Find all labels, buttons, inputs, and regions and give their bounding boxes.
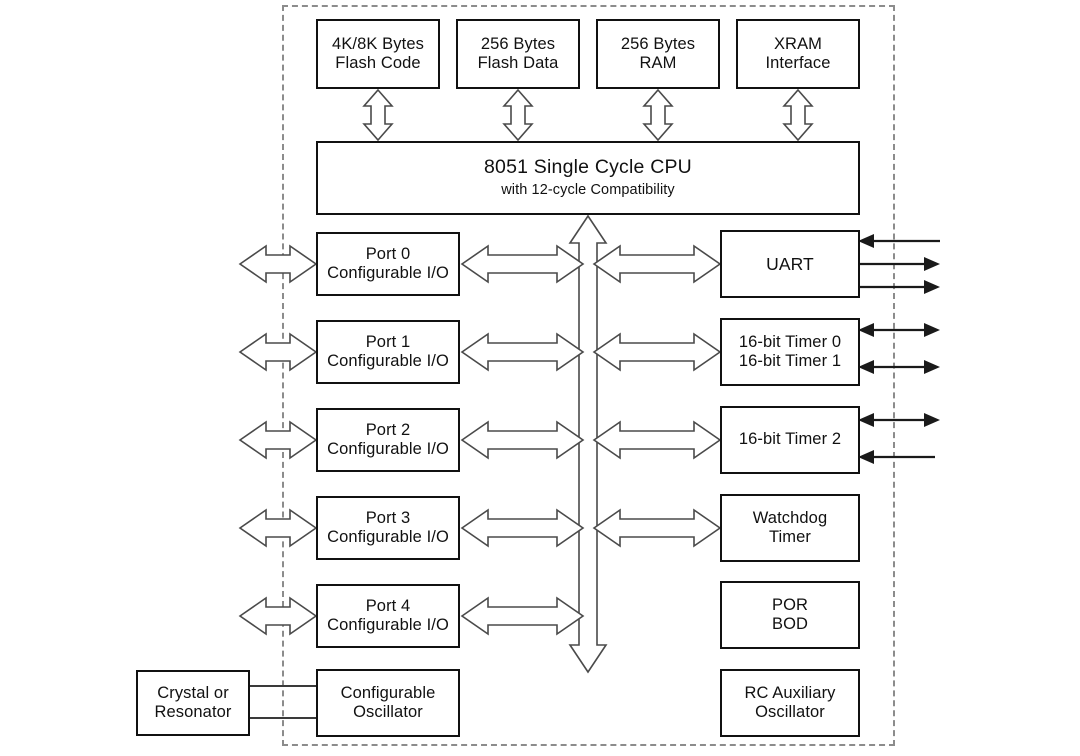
memory-block-ram-line2: RAM — [639, 54, 677, 72]
memory-block-ram[interactable]: 256 Bytes RAM — [596, 19, 720, 89]
bus-peripheral-arrow-watchdog — [592, 508, 722, 548]
port-block-port0-line1: Port 0 — [365, 244, 411, 263]
memory-bus-arrow-flash-data — [502, 88, 534, 142]
memory-bus-arrow-ram — [642, 88, 674, 142]
port-block-port0-line2: Configurable I/O — [327, 264, 449, 282]
timer01-signal-2-arrowhead-left — [858, 360, 874, 374]
peripheral-block-timer2[interactable]: 16-bit Timer 2 — [720, 406, 860, 474]
memory-block-ram-line1: 256 Bytes — [620, 34, 696, 53]
peripheral-block-rc-auxiliary-oscillator[interactable]: RC Auxiliary Oscillator — [720, 669, 860, 737]
port-block-port4-line1: Port 4 — [365, 596, 411, 615]
clock-block-oscillator-line1: Configurable — [340, 683, 436, 702]
port-block-port4-line2: Configurable I/O — [327, 616, 449, 634]
cpu-block[interactable]: 8051 Single Cycle CPU with 12-cycle Comp… — [316, 141, 860, 215]
timer2-signal-group — [858, 413, 940, 464]
peripheral-block-watchdog-timer[interactable]: Watchdog Timer — [720, 494, 860, 562]
peripheral-block-watchdog-line2: Timer — [768, 528, 812, 546]
external-arrow-port0 — [238, 244, 318, 284]
timer01-signal-2-arrowhead-right — [924, 360, 940, 374]
memory-bus-arrow-flash-code — [362, 88, 394, 142]
bus-peripheral-arrow-timer2 — [592, 420, 722, 460]
cpu-subtitle: with 12-cycle Compatibility — [501, 182, 675, 199]
port-block-port4[interactable]: Port 4 Configurable I/O — [316, 584, 460, 648]
memory-block-xram-interface[interactable]: XRAM Interface — [736, 19, 860, 89]
port-bus-arrow-port1 — [460, 332, 585, 372]
uart-tx2-arrowhead — [924, 280, 940, 294]
peripheral-block-rc-aux-line1: RC Auxiliary — [744, 683, 836, 702]
internal-system-bus-arrow — [568, 214, 608, 674]
peripheral-block-bod-line2: BOD — [771, 615, 809, 633]
port-block-port1-line2: Configurable I/O — [327, 352, 449, 370]
clock-block-crystal-or-resonator[interactable]: Crystal or Resonator — [136, 670, 250, 736]
memory-block-flash-code-line1: 4K/8K Bytes — [332, 34, 424, 53]
port-block-port1[interactable]: Port 1 Configurable I/O — [316, 320, 460, 384]
clock-block-crystal-line2: Resonator — [154, 703, 232, 721]
peripheral-block-uart-line1: UART — [766, 253, 814, 274]
external-arrow-port1 — [238, 332, 318, 372]
timer2-signal-2-arrowhead-left — [858, 450, 874, 464]
external-port-arrow-group — [238, 244, 318, 636]
port-block-port3-line2: Configurable I/O — [327, 528, 449, 546]
clock-block-configurable-oscillator[interactable]: Configurable Oscillator — [316, 669, 460, 737]
memory-bus-arrow-xram — [782, 88, 814, 142]
external-arrow-port3 — [238, 508, 318, 548]
memory-block-xram-line2: Interface — [765, 54, 831, 72]
uart-signal-group — [858, 234, 940, 294]
port-bus-arrow-port3 — [460, 508, 585, 548]
peripheral-block-timer01-line2: 16-bit Timer 1 — [738, 352, 842, 370]
external-arrow-port4 — [238, 596, 318, 636]
port-block-port3[interactable]: Port 3 Configurable I/O — [316, 496, 460, 560]
port-block-port1-line1: Port 1 — [365, 332, 411, 351]
memory-block-flash-data-line1: 256 Bytes — [480, 34, 556, 53]
memory-block-flash-data-line2: Flash Data — [477, 54, 559, 72]
port-bus-arrow-port2 — [460, 420, 585, 460]
bus-peripheral-arrow-timer01 — [592, 332, 722, 372]
memory-bus-arrow-group — [362, 88, 814, 142]
port-block-port0[interactable]: Port 0 Configurable I/O — [316, 232, 460, 296]
cpu-title: 8051 Single Cycle CPU — [484, 156, 692, 179]
timer2-signal-1-arrowhead-left — [858, 413, 874, 427]
peripheral-block-timer01-line1: 16-bit Timer 0 — [738, 332, 842, 351]
port-block-port3-line1: Port 3 — [365, 508, 411, 527]
port-block-port2-line2: Configurable I/O — [327, 440, 449, 458]
port-bus-arrow-group — [460, 244, 585, 636]
memory-block-xram-line1: XRAM — [773, 34, 823, 53]
memory-block-flash-code-line2: Flash Code — [335, 54, 421, 72]
port-bus-arrow-port4 — [460, 596, 585, 636]
uart-tx1-arrowhead — [924, 257, 940, 271]
uart-rx-arrowhead — [858, 234, 874, 248]
bus-peripheral-arrow-group — [592, 244, 722, 548]
peripheral-block-uart[interactable]: UART — [720, 230, 860, 298]
port-block-port2-line1: Port 2 — [365, 420, 411, 439]
peripheral-block-rc-aux-line2: Oscillator — [755, 703, 825, 721]
timer01-signal-1-arrowhead-right — [924, 323, 940, 337]
memory-block-flash-code[interactable]: 4K/8K Bytes Flash Code — [316, 19, 440, 89]
port-bus-arrow-port0 — [460, 244, 585, 284]
peripheral-block-timer01[interactable]: 16-bit Timer 0 16-bit Timer 1 — [720, 318, 860, 386]
crystal-oscillator-link-group — [250, 685, 316, 719]
peripheral-block-por-bod[interactable]: POR BOD — [720, 581, 860, 649]
bus-peripheral-arrow-uart — [592, 244, 722, 284]
timer01-signal-1-arrowhead-left — [858, 323, 874, 337]
timer2-signal-1-arrowhead-right — [924, 413, 940, 427]
clock-block-oscillator-line2: Oscillator — [353, 703, 423, 721]
peripheral-block-watchdog-line1: Watchdog — [752, 508, 828, 527]
timer01-signal-group — [858, 323, 940, 374]
clock-block-crystal-line1: Crystal or — [157, 683, 229, 702]
peripheral-block-timer2-line1: 16-bit Timer 2 — [738, 430, 842, 449]
port-block-port2[interactable]: Port 2 Configurable I/O — [316, 408, 460, 472]
peripheral-block-por-line1: POR — [771, 595, 809, 614]
external-arrow-port2 — [238, 420, 318, 460]
memory-block-flash-data[interactable]: 256 Bytes Flash Data — [456, 19, 580, 89]
